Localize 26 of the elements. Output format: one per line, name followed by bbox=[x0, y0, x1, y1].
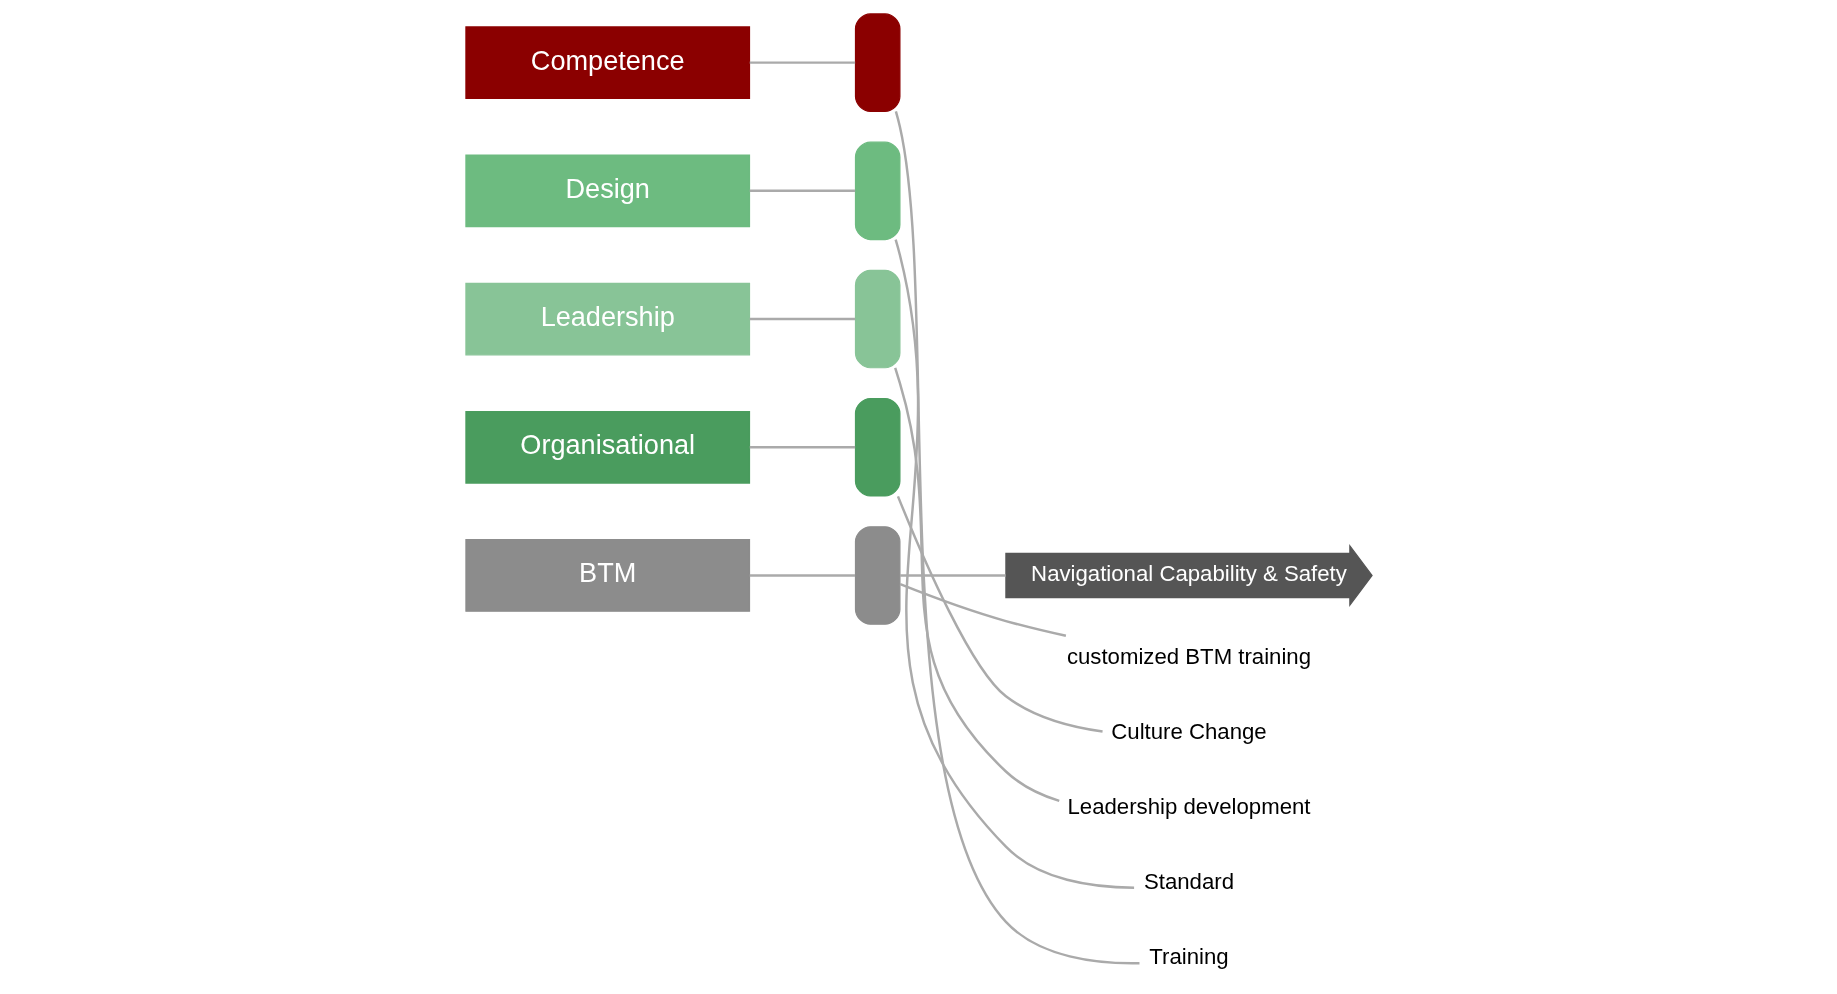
node-box: Leadership bbox=[464, 282, 750, 355]
node-bar bbox=[854, 269, 900, 368]
connector bbox=[749, 60, 855, 64]
connector bbox=[749, 317, 855, 320]
node-box: Design bbox=[464, 153, 750, 227]
connector bbox=[896, 495, 1103, 733]
connector bbox=[749, 573, 855, 577]
node-bar bbox=[854, 525, 900, 625]
node-text: Training bbox=[1148, 943, 1229, 969]
connector bbox=[894, 110, 1139, 964]
connector bbox=[893, 238, 1134, 889]
connector bbox=[899, 582, 1066, 637]
node-box: Competence bbox=[464, 25, 750, 99]
connector bbox=[749, 445, 855, 448]
node-text: Leadership development bbox=[1066, 793, 1310, 819]
connector bbox=[749, 189, 855, 192]
node-text: Culture Change bbox=[1110, 718, 1267, 744]
node-text: customized BTM training bbox=[1066, 643, 1311, 668]
node-box: Organisational bbox=[464, 410, 750, 484]
node-box: BTM bbox=[464, 538, 750, 612]
node-text: Standard bbox=[1143, 868, 1234, 894]
node-bar bbox=[854, 141, 900, 240]
node-bar bbox=[854, 12, 900, 112]
node-bar bbox=[854, 397, 900, 497]
connector bbox=[899, 573, 1006, 577]
connector bbox=[893, 367, 1060, 802]
